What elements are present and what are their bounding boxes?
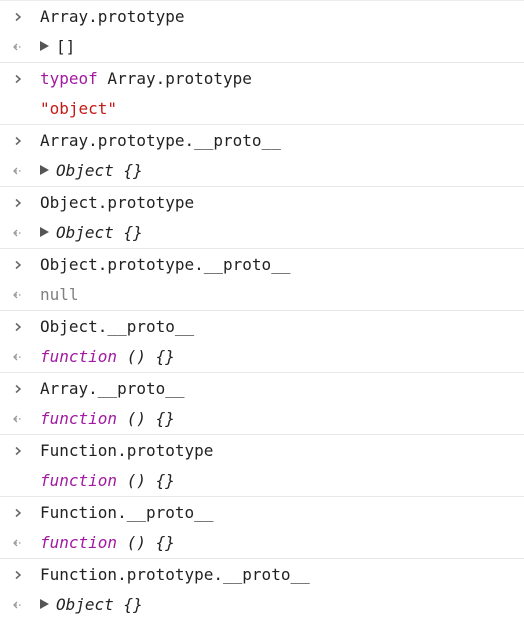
chevron-right-icon [10, 63, 26, 94]
console-input-line[interactable]: Array.prototype.__proto__ [0, 125, 524, 156]
return-arrow-icon [10, 218, 26, 248]
console-input-text: Array.prototype [40, 7, 185, 26]
console-output-function-body: () {} [117, 533, 175, 552]
chevron-right-icon [10, 1, 26, 32]
console-output-line: null [0, 280, 524, 310]
console-output-line: Object {} [0, 590, 524, 620]
console-output-line: function () {} [0, 404, 524, 434]
console-input-line[interactable]: Function.__proto__ [0, 497, 524, 528]
expand-triangle-icon[interactable] [40, 165, 49, 175]
console-entry: Function.prototype function () {} [0, 434, 524, 496]
console-output-null: null [40, 285, 79, 304]
console-output-line: Object {} [0, 218, 524, 248]
console-input-text: Array.prototype.__proto__ [40, 131, 281, 150]
return-arrow-icon [10, 590, 26, 620]
console-output-value[interactable]: [] [56, 37, 76, 56]
return-arrow-icon [10, 32, 26, 62]
console-output-function-body: () {} [117, 347, 175, 366]
console-input-line[interactable]: Function.prototype [0, 435, 524, 466]
console-output-line: Object {} [0, 156, 524, 186]
return-arrow-icon [10, 342, 26, 372]
console-input-line[interactable]: Array.__proto__ [0, 373, 524, 404]
chevron-right-icon [10, 187, 26, 218]
console-input-line[interactable]: typeof Array.prototype [0, 63, 524, 94]
console-output-line: [] [0, 32, 524, 62]
console-input-line[interactable]: Object.prototype.__proto__ [0, 249, 524, 280]
console-input-text: Function.prototype.__proto__ [40, 565, 310, 584]
return-arrow-icon [10, 156, 26, 186]
chevron-right-icon [10, 249, 26, 280]
console-output-function-body: () {} [117, 471, 175, 490]
return-arrow-icon [10, 528, 26, 558]
console-input-line[interactable]: Array.prototype [0, 1, 524, 32]
console-input-text: Array.prototype [97, 69, 252, 88]
console-input-text: Array.__proto__ [40, 379, 185, 398]
console-output-function-body: () {} [117, 409, 175, 428]
console-output-function-keyword[interactable]: function [40, 347, 118, 366]
console-entry: Array.prototype.__proto__ Object {} [0, 124, 524, 186]
console-output-line: function () {} [0, 528, 524, 558]
console-input-text: Object.prototype.__proto__ [40, 255, 291, 274]
chevron-right-icon [10, 559, 26, 590]
return-arrow-icon [10, 404, 26, 434]
console-input-text: Object.__proto__ [40, 317, 195, 336]
expand-triangle-icon[interactable] [40, 41, 49, 51]
console-output-line: function () {} [0, 466, 524, 496]
console-output-function-keyword[interactable]: function [40, 409, 118, 428]
console-output-object[interactable]: Object {} [56, 161, 143, 180]
expand-triangle-icon[interactable] [40, 227, 49, 237]
chevron-right-icon [10, 373, 26, 404]
console-input-line[interactable]: Object.prototype [0, 187, 524, 218]
console-output-line: "object" [0, 94, 524, 124]
chevron-right-icon [10, 435, 26, 466]
console-input-keyword: typeof [40, 69, 98, 88]
console-entry: Function.prototype.__proto__ Object {} [0, 558, 524, 620]
console-input-text: Function.__proto__ [40, 503, 214, 522]
return-arrow-icon [10, 280, 26, 310]
console-input-line[interactable]: Object.__proto__ [0, 311, 524, 342]
console-output-line: function () {} [0, 342, 524, 372]
console-output-object[interactable]: Object {} [56, 223, 143, 242]
console-input-text: Function.prototype [40, 441, 214, 460]
console-input-text: Object.prototype [40, 193, 195, 212]
console-entry: Object.__proto__ function () {} [0, 310, 524, 372]
console-entry: Object.prototype Object {} [0, 186, 524, 248]
console-entry: Function.__proto__ function () {} [0, 496, 524, 558]
expand-triangle-icon[interactable] [40, 599, 49, 609]
console-entry: Array.prototype [] [0, 0, 524, 62]
console-output-string: "object" [40, 99, 118, 118]
console-output-function-keyword[interactable]: function [40, 533, 118, 552]
console-output-object[interactable]: Object {} [56, 595, 143, 614]
chevron-right-icon [10, 125, 26, 156]
console-entry: Object.prototype.__proto__ null [0, 248, 524, 310]
chevron-right-icon [10, 497, 26, 528]
console-entry: typeof Array.prototype "object" [0, 62, 524, 124]
chevron-right-icon [10, 311, 26, 342]
console-entry: Array.__proto__ function () {} [0, 372, 524, 434]
console-input-line[interactable]: Function.prototype.__proto__ [0, 559, 524, 590]
console-output-function-keyword[interactable]: function [40, 471, 118, 490]
